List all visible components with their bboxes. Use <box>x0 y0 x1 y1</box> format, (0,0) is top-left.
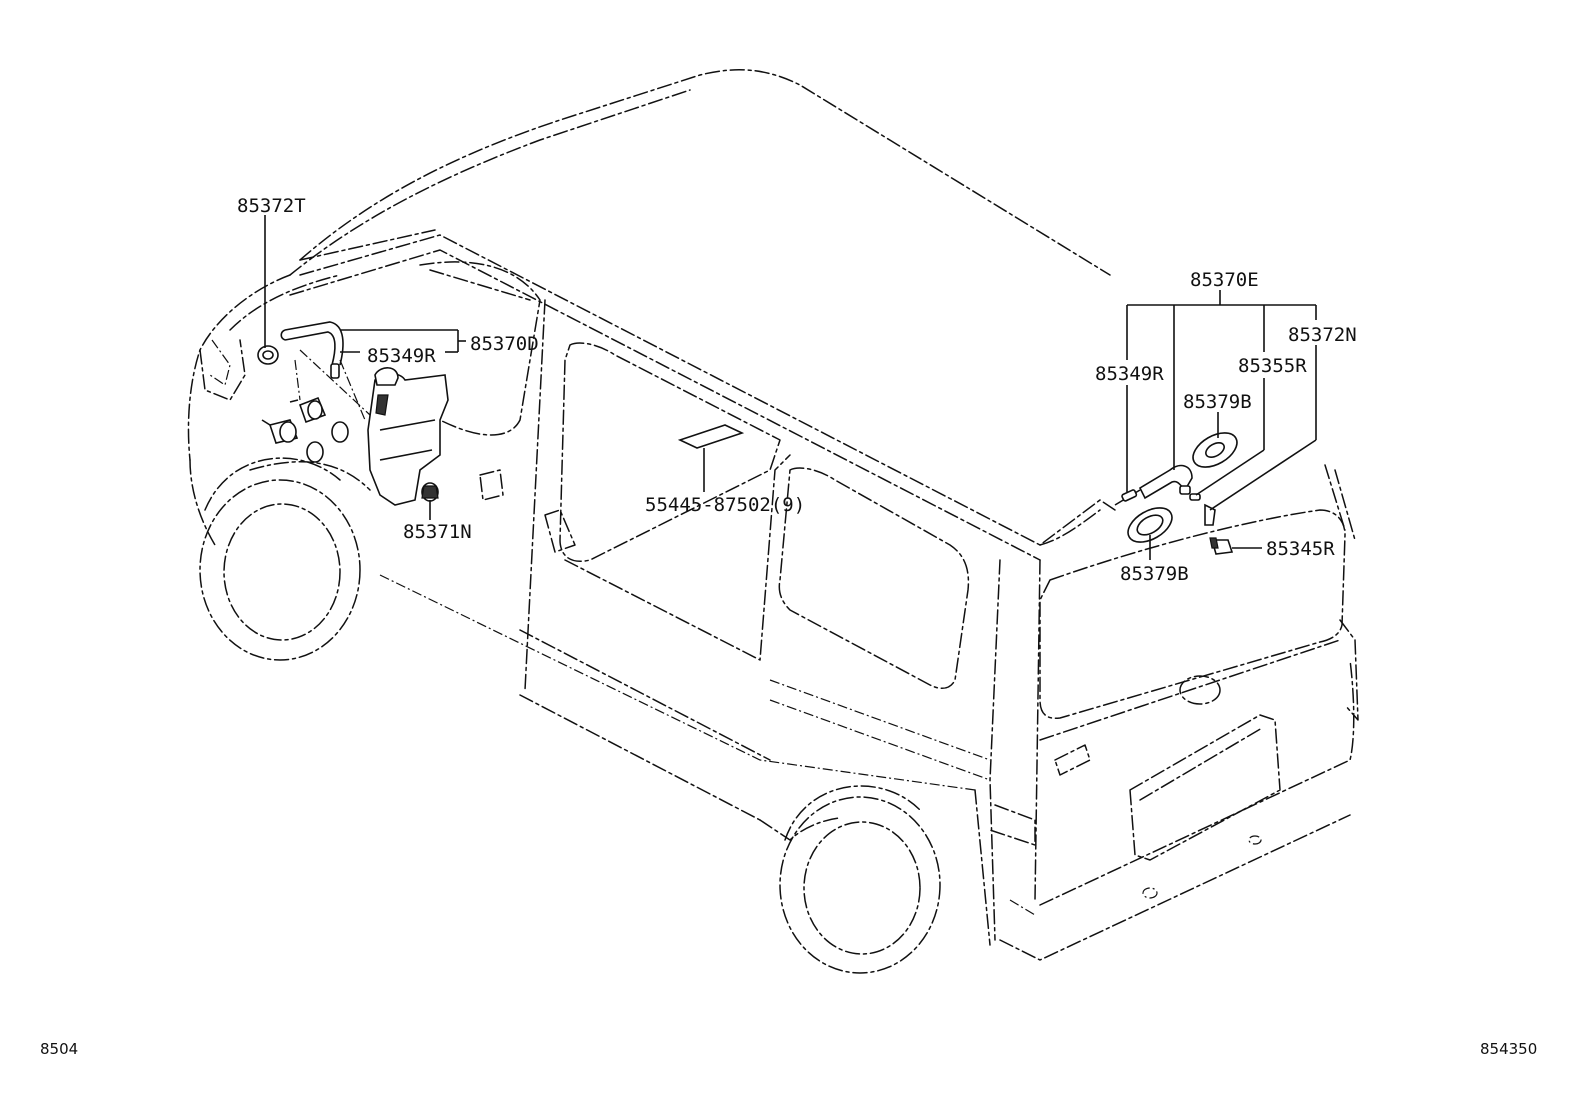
rear-wheel <box>779 785 941 974</box>
front-wheel <box>199 457 361 661</box>
rear-check-valve <box>1121 489 1201 502</box>
label-85349R-front: 85349R <box>367 345 436 367</box>
footer-left-code: 8504 <box>40 1040 78 1058</box>
label-85370D: 85370D <box>470 333 539 355</box>
front-washer-hose <box>280 321 344 366</box>
label-85372T: 85372T <box>237 195 306 217</box>
label-85345R: 85345R <box>1266 538 1335 560</box>
rear-washer-hose <box>1114 464 1216 526</box>
label-85379B-lower: 85379B <box>1120 563 1189 585</box>
van-outline <box>187 69 1359 961</box>
washer-jar-assembly <box>261 349 449 506</box>
front-washer-nozzle <box>257 345 279 365</box>
leader-lines <box>264 215 1317 560</box>
footer-right-code: 854350 <box>1480 1040 1537 1058</box>
caution-label-plate <box>677 424 745 449</box>
label-85349R-rear: 85349R <box>1095 363 1164 385</box>
rear-grommet-upper <box>1192 432 1238 468</box>
label-85355R: 85355R <box>1238 355 1307 377</box>
rear-grommet-lower <box>1127 507 1173 543</box>
rear-washer-nozzle <box>1209 537 1234 555</box>
front-check-valve <box>330 363 340 379</box>
label-55445-87502: 55445-87502(9) <box>645 494 805 516</box>
label-85371N: 85371N <box>403 521 472 543</box>
label-85370E: 85370E <box>1190 269 1259 291</box>
label-85372N: 85372N <box>1288 324 1357 346</box>
label-85379B-upper: 85379B <box>1183 391 1252 413</box>
